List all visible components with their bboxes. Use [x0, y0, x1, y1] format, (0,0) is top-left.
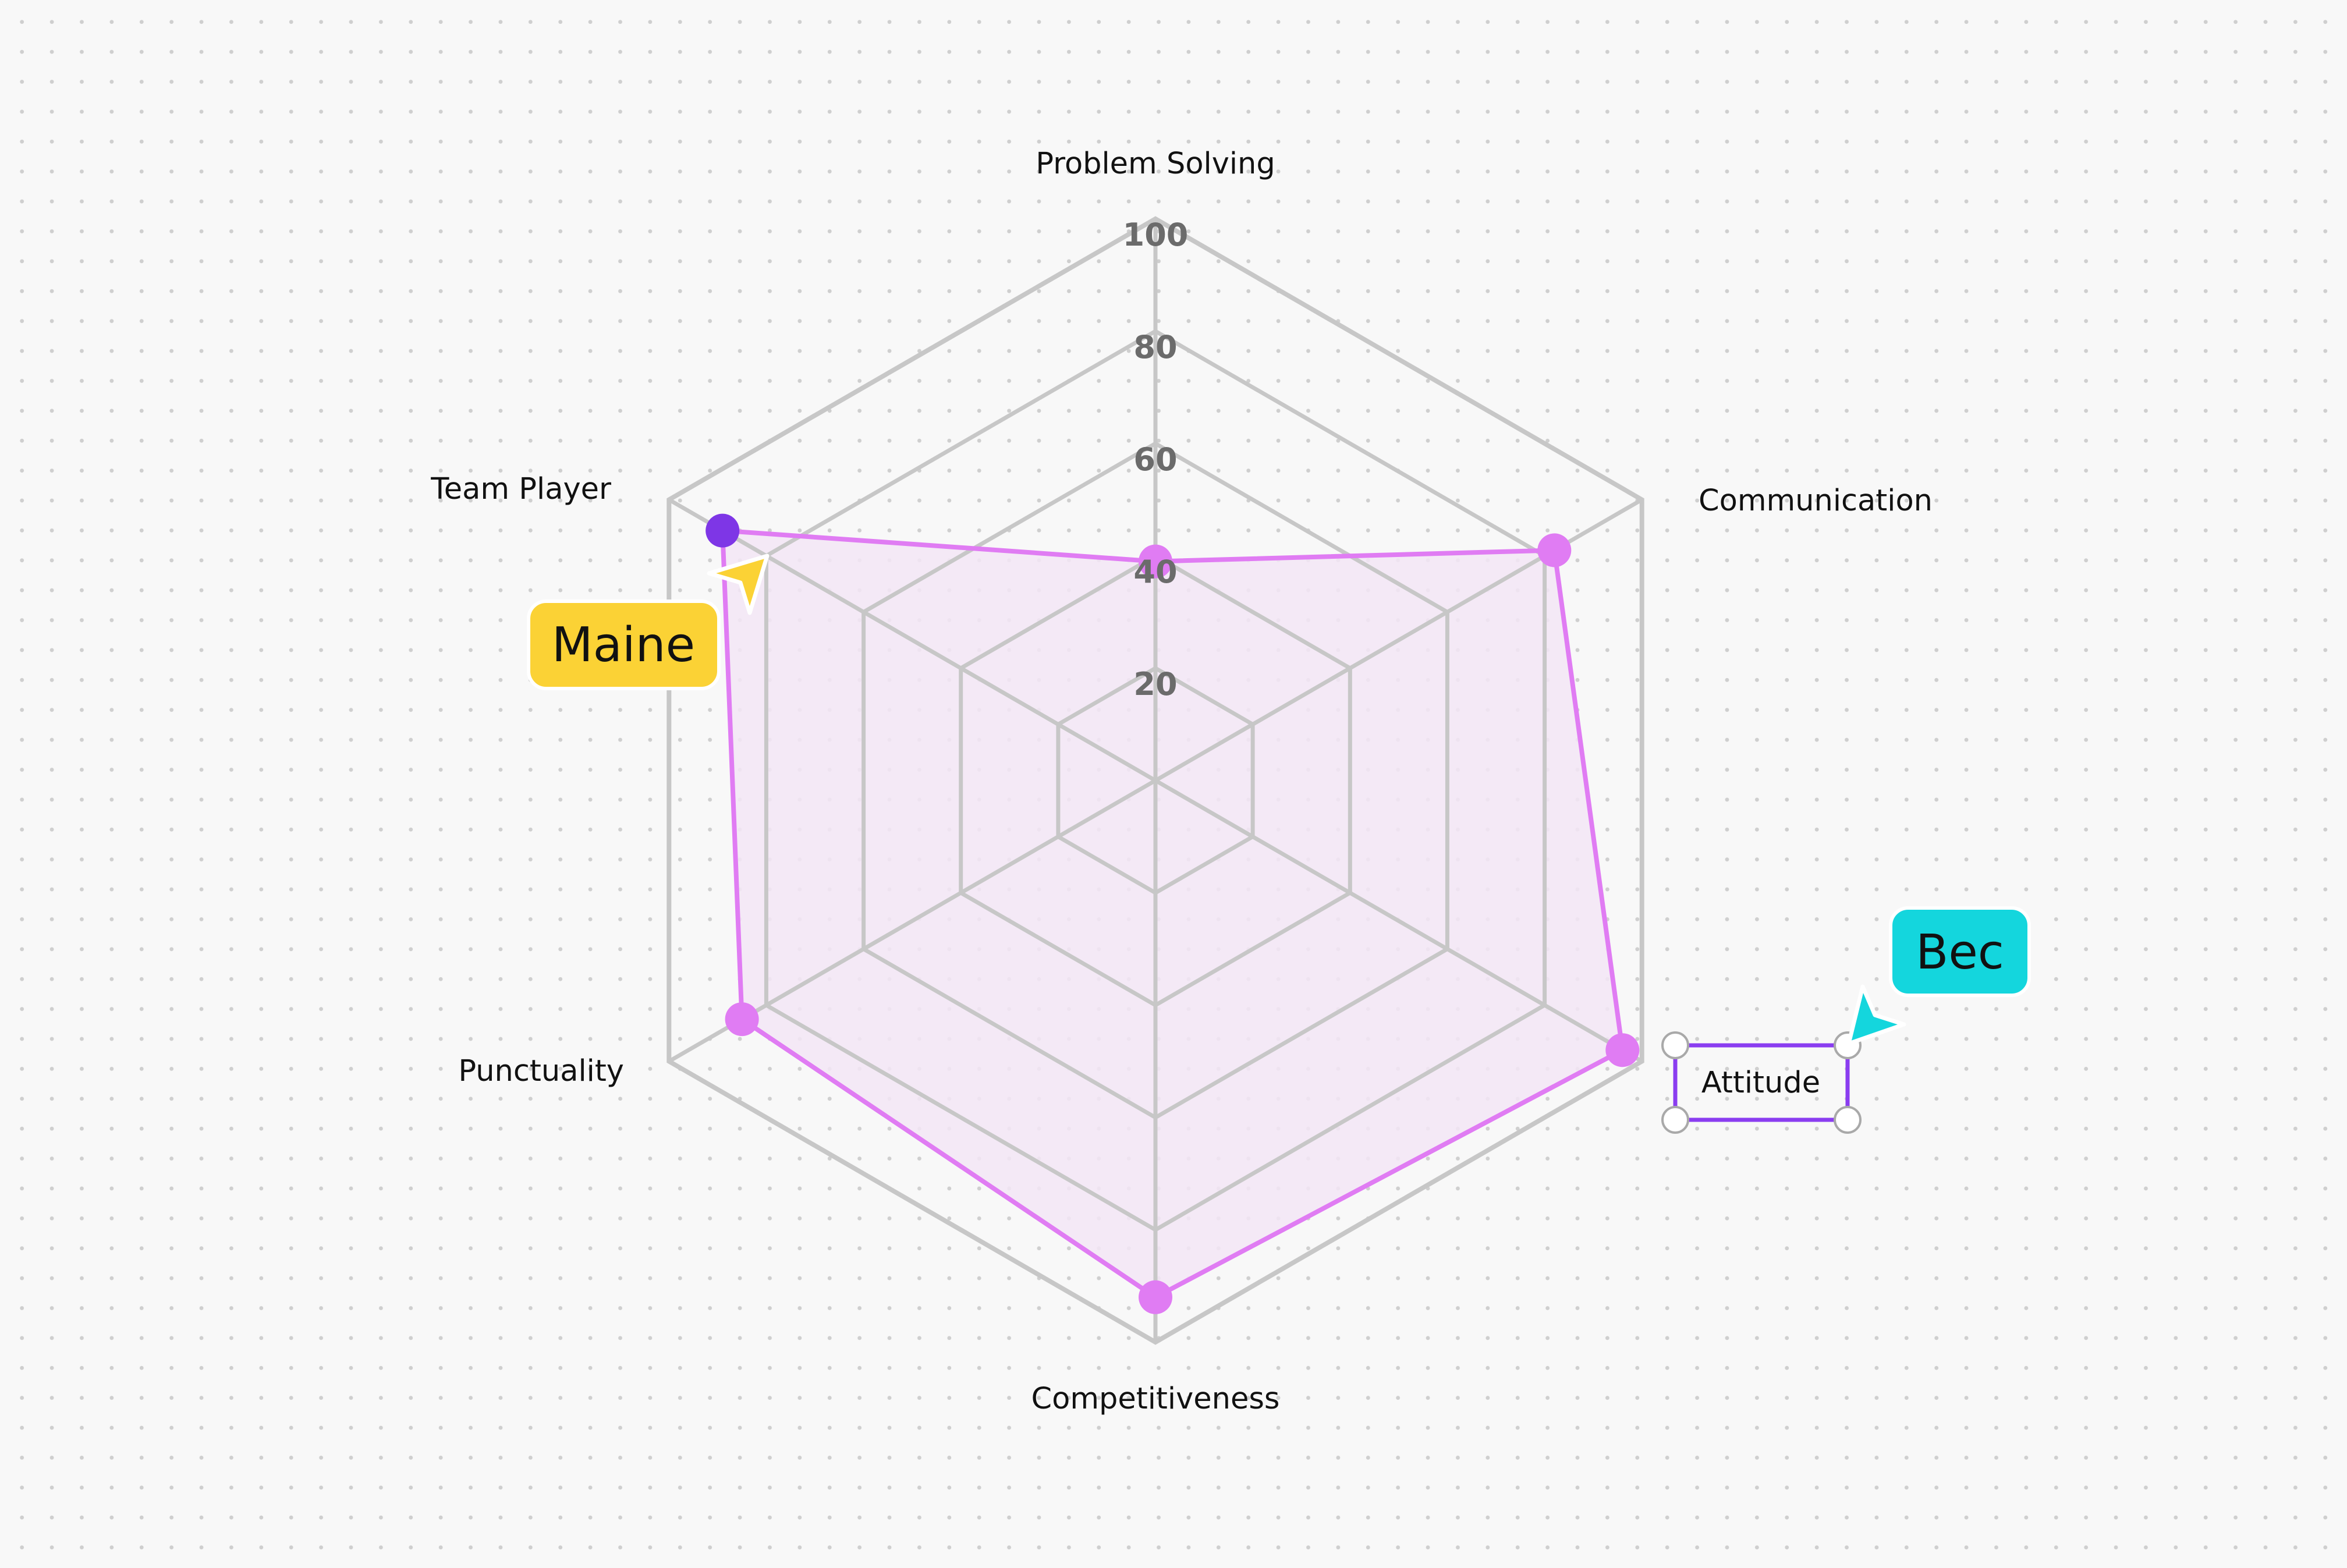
spoke-team-player: [668, 498, 1157, 783]
maine-cursor-name: Maine: [552, 618, 695, 673]
series-area: [722, 530, 1623, 1297]
tick-label-60: 60: [1133, 441, 1177, 478]
tick-label-80: 80: [1133, 329, 1177, 366]
data-point-communication[interactable]: [1537, 533, 1572, 567]
tick-label-40: 40: [1133, 554, 1177, 590]
axis-label-communication: Communication: [1699, 484, 1933, 518]
bec-cursor-name: Bec: [1916, 925, 2004, 980]
spoke-attitude: [1154, 778, 1643, 1063]
axis-label-attitude[interactable]: Attitude: [1701, 1066, 1820, 1100]
bec-cursor-badge: [1889, 906, 2031, 997]
resize-handle-bottom-left[interactable]: [1661, 1106, 1689, 1134]
axis-label-punctuality: Punctuality: [458, 1054, 624, 1088]
radar-series[interactable]: [705, 513, 1640, 1314]
resize-handle-top-left[interactable]: [1661, 1031, 1689, 1059]
data-point-punctuality[interactable]: [725, 1002, 759, 1037]
maine-cursor-badge: [527, 599, 721, 690]
data-point-problem-solving[interactable]: [1139, 544, 1172, 579]
radial-tick-labels: 20 40 60 80 100: [1123, 217, 1189, 703]
data-point-competitiveness[interactable]: [1139, 1280, 1172, 1314]
data-point-team-player[interactable]: [705, 513, 740, 548]
tick-label-20: 20: [1133, 666, 1177, 703]
resize-handle-bottom-right[interactable]: [1834, 1106, 1862, 1134]
axis-label-competitiveness: Competitiveness: [1031, 1382, 1280, 1416]
axis-labels: Problem SolvingCommunicationAttitudeComp…: [430, 147, 1933, 1416]
bec-cursor-arrow-icon: [1846, 984, 1906, 1046]
axis-label-team-player: Team Player: [430, 472, 611, 506]
maine-cursor-arrow-icon: [707, 554, 770, 615]
axis-label-problem-solving: Problem Solving: [1036, 147, 1275, 181]
tick-label-100: 100: [1123, 217, 1189, 253]
selection-box[interactable]: [1673, 1043, 1850, 1122]
data-point-attitude[interactable]: [1605, 1033, 1640, 1067]
